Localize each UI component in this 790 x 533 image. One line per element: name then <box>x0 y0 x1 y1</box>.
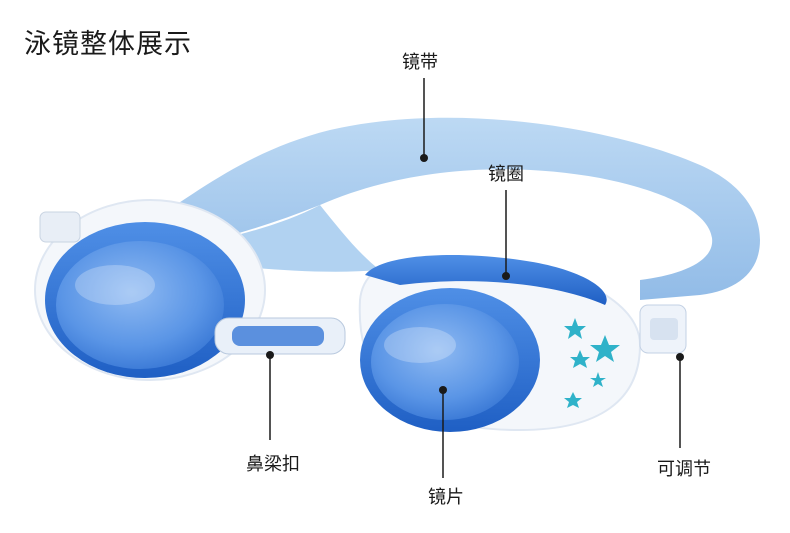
nose-bridge-clip <box>214 317 346 359</box>
left-eyecup <box>34 199 266 381</box>
callout-dots <box>420 154 684 394</box>
adjuster-buckle <box>639 304 687 354</box>
label-strap: 镜带 <box>402 52 438 73</box>
label-frame: 镜圈 <box>488 164 524 185</box>
label-nose-bridge: 鼻梁扣 <box>246 454 300 475</box>
label-lens: 镜片 <box>428 487 464 508</box>
strap <box>150 117 760 300</box>
star-decorations <box>564 318 620 408</box>
page-title: 泳镜整体展示 <box>24 29 192 60</box>
right-eyecup <box>358 255 642 432</box>
callout-lines <box>269 78 681 478</box>
label-adjuster: 可调节 <box>657 459 711 480</box>
